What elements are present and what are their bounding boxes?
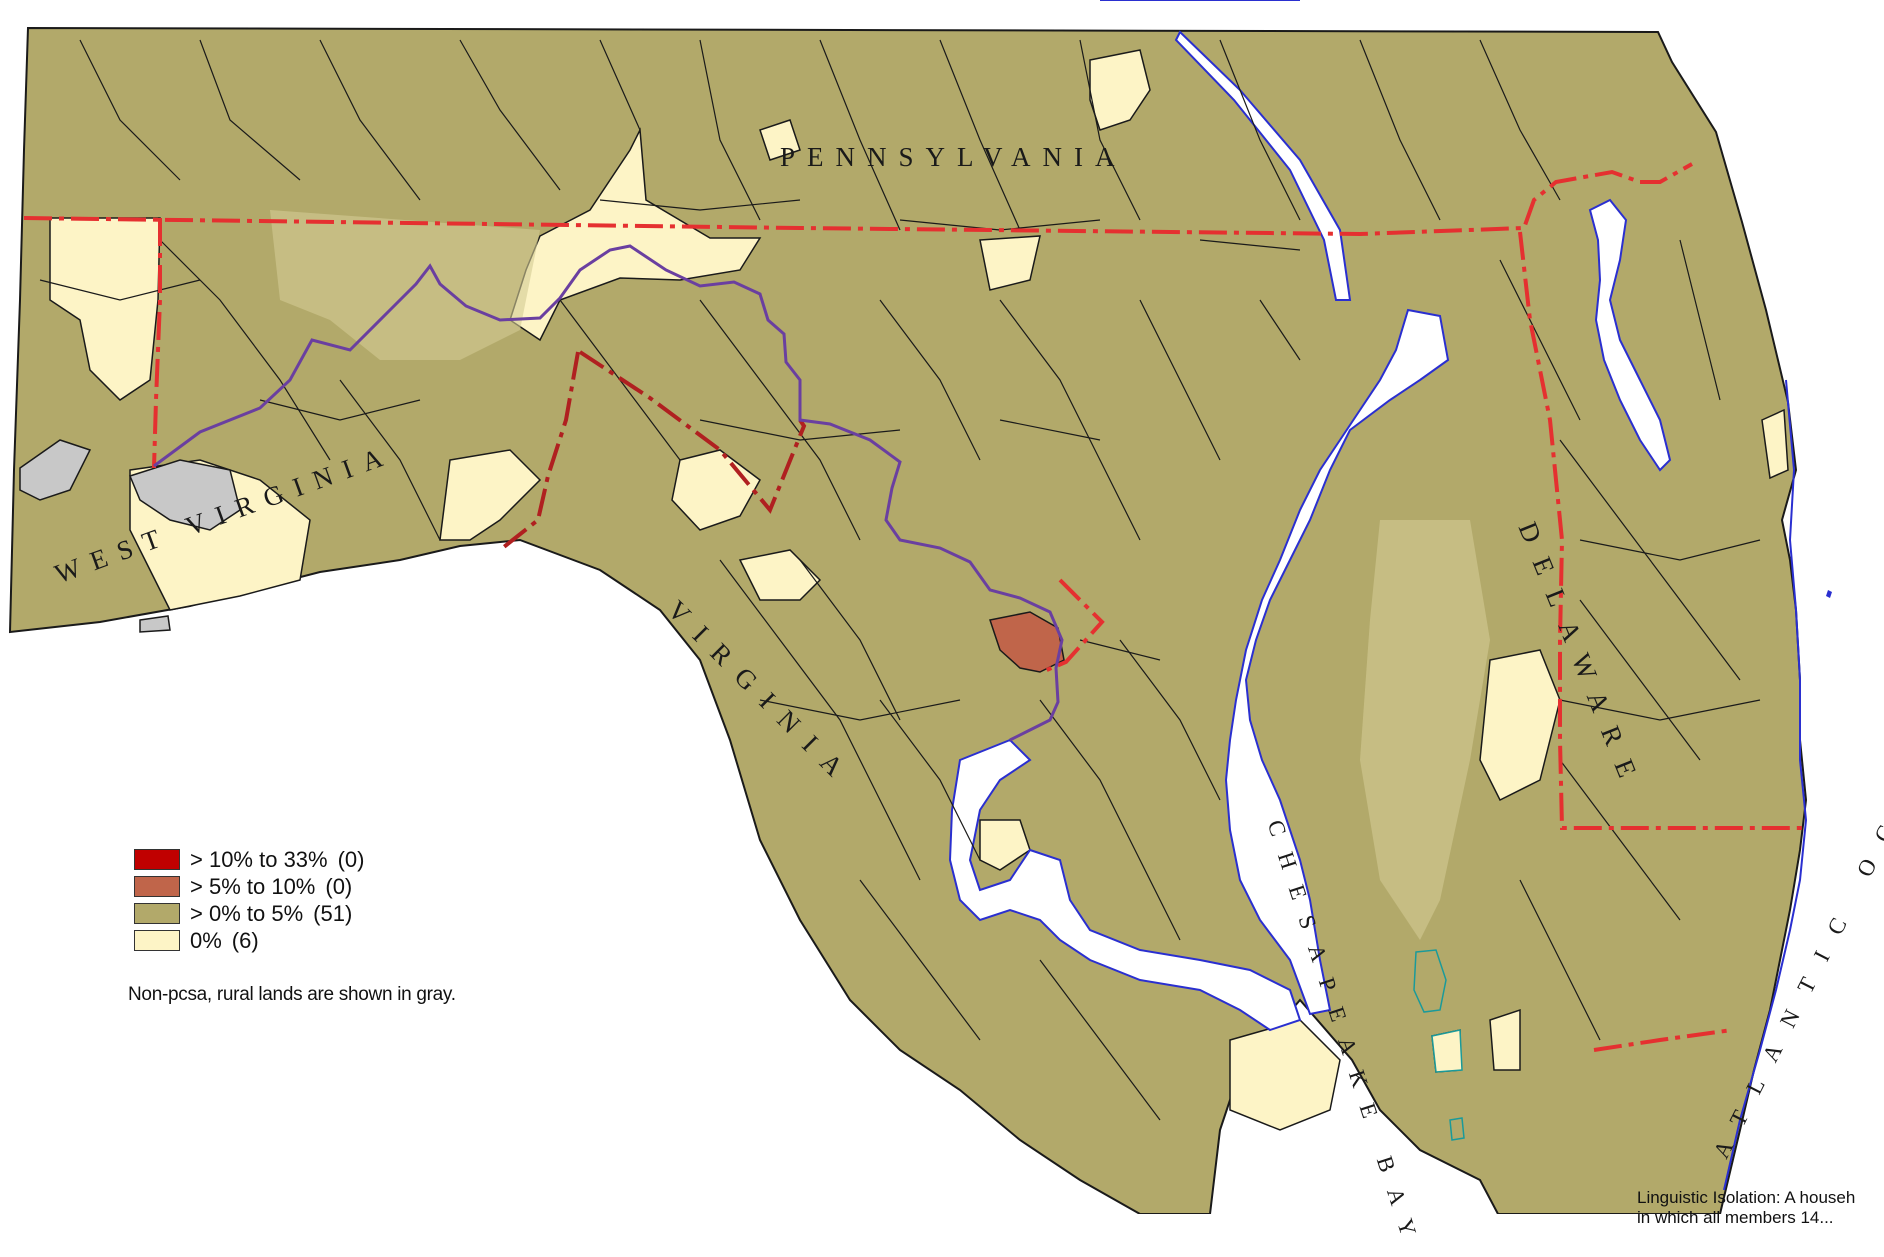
zero-percent-areas [49, 49, 1789, 1131]
hatched-areas [270, 210, 1490, 940]
legend-label: > 5% to 10% [190, 873, 316, 899]
legend-item-5-to-10: > 5% to 10% (0) [134, 873, 365, 900]
legend-count: (51) [313, 900, 353, 926]
non-pcsa-areas [19, 439, 241, 633]
legend-item-10-to-33: > 10% to 33% (0) [134, 846, 365, 873]
ocean-coastline [1723, 379, 1808, 1191]
legend-label: > 10% to 33% [190, 846, 328, 872]
legend-swatch [134, 876, 180, 897]
map-legend: > 10% to 33% (0) > 5% to 10% (0) > 0% to… [134, 846, 365, 954]
maryland-map [8, 0, 1832, 1214]
legend-count: (0) [325, 873, 353, 899]
bay-islands [1413, 949, 1465, 1141]
map-caption: Linguistic Isolation: A househ in which … [1637, 1188, 1855, 1228]
water-bodies [948, 0, 1672, 1032]
label-pennsylvania: PENNSYLVANIA [780, 142, 1127, 172]
ocean-dot [1826, 590, 1832, 598]
legend-item-0-to-5: > 0% to 5% (51) [134, 900, 365, 927]
legend-swatch [134, 930, 180, 951]
legend-label: > 0% to 5% [190, 900, 304, 926]
legend-count: (0) [337, 846, 365, 872]
potomac-river-border [153, 244, 1064, 742]
five-to-ten-percent-area [989, 611, 1065, 673]
state-borders-dark [498, 350, 807, 552]
state-borders [23, 162, 1806, 1052]
land-area [8, 26, 1808, 1214]
legend-note: Non-pcsa, rural lands are shown in gray. [128, 984, 456, 1005]
legend-label: 0% [190, 927, 222, 953]
legend-count: (6) [231, 927, 259, 953]
legend-swatch [134, 849, 180, 870]
caption-line-2: in which all members 14... [1637, 1208, 1834, 1227]
legend-swatch [134, 903, 180, 924]
legend-item-zero: 0% (6) [134, 927, 365, 954]
caption-line-1: Linguistic Isolation: A househ [1637, 1188, 1856, 1207]
